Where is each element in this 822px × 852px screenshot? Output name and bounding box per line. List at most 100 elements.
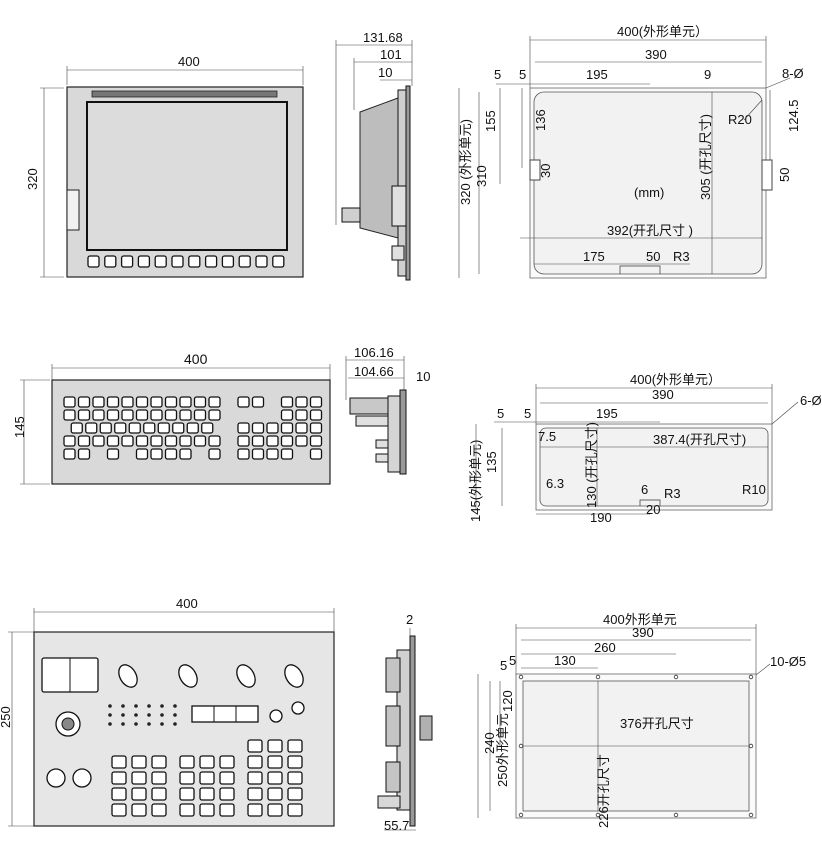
- operator-key: [151, 771, 167, 785]
- mount-hole: [518, 674, 524, 680]
- keyboard-key: [77, 448, 91, 460]
- operator-outer-width: 400外形单元: [603, 612, 677, 627]
- operator-key: [219, 771, 235, 785]
- keyboard-key: [266, 422, 279, 434]
- lcd-dim-175: 175: [583, 249, 605, 264]
- operator-key: [287, 771, 303, 785]
- lcd-dim-50v: 50: [777, 168, 792, 182]
- status-led: [134, 722, 138, 726]
- keyboard-key: [251, 448, 265, 460]
- operator-key: [287, 739, 303, 753]
- operator-leds: [108, 704, 177, 726]
- keyboard-key: [251, 435, 265, 447]
- lcd-dim-155: 155: [483, 110, 498, 132]
- operator-front-plate: [409, 635, 416, 827]
- operator-key: [287, 755, 303, 769]
- status-led: [121, 722, 125, 726]
- rotary-knob-icon: [236, 664, 256, 688]
- keyboard-key: [92, 396, 105, 408]
- operator-edge-b: 5: [509, 653, 516, 668]
- lcd-front-view: 400 320: [25, 54, 304, 278]
- operator-connector-c: [385, 761, 401, 793]
- keyboard-key: [179, 435, 192, 447]
- status-led: [108, 713, 112, 717]
- operator-key: [131, 771, 147, 785]
- keyboard-depth-body: 104.66: [354, 364, 394, 379]
- operator-key: [199, 771, 215, 785]
- keyboard-key: [114, 422, 127, 434]
- keyboard-board: [387, 395, 401, 473]
- keyboard-edge-b: 5: [524, 406, 531, 421]
- keyboard-key: [280, 448, 294, 460]
- lcd-hole-pos: 195: [586, 67, 608, 82]
- keyboard-key: [295, 396, 308, 408]
- operator-key: [131, 803, 147, 817]
- keyboard-key: [237, 422, 250, 434]
- lcd-dim-124: 124.5: [786, 99, 801, 132]
- keyboard-key: [208, 448, 221, 460]
- keyboard-key: [63, 435, 76, 447]
- softkey-button: [154, 255, 167, 268]
- status-led: [160, 722, 164, 726]
- lcd-cut-width: 392(开孔尺寸 ): [607, 223, 693, 238]
- keyboard-r10: R10: [742, 482, 766, 497]
- keyboard-cutout-drawing: 400(外形单元） 390 5 5 195 6-Ø 7.5 387.4(开孔尺寸…: [468, 372, 822, 525]
- lcd-depth-total: 131.68: [363, 30, 403, 45]
- keyboard-key: [280, 422, 294, 434]
- keyboard-key: [164, 435, 178, 447]
- keyboard-side-view: 106.16 104.66 10: [345, 345, 430, 475]
- lcd-depth-body: 101: [380, 47, 402, 62]
- keyboard-connector-d: [375, 453, 389, 463]
- lcd-unit: (mm): [634, 185, 664, 200]
- operator-key: [287, 787, 303, 801]
- operator-height-label: 250: [0, 706, 13, 728]
- keyboard-key: [309, 409, 323, 421]
- softkey-button: [221, 255, 235, 268]
- keyboard-key: [280, 396, 294, 408]
- operator-dim-260: 260: [594, 640, 616, 655]
- softkey-button: [204, 255, 218, 268]
- keyboard-key: [77, 435, 91, 447]
- lcd-width-label: 400: [178, 54, 200, 69]
- mount-hole: [748, 812, 754, 818]
- operator-key: [111, 755, 127, 769]
- keyboard-key: [63, 409, 76, 421]
- keyboard-r3: R3: [664, 486, 681, 501]
- keyboard-holes-note: 6-Ø: [800, 393, 822, 408]
- keyboard-dim-135: 135: [484, 451, 499, 473]
- key-switch-icon: [269, 709, 283, 723]
- operator-cutout-drawing: 400外形单元 390 260 130 5 5 10-Ø5 376开孔尺寸 22…: [477, 612, 806, 828]
- operator-key: [247, 787, 263, 801]
- operator-key: [151, 787, 167, 801]
- operator-key: [247, 755, 263, 769]
- mount-hole: [748, 743, 754, 749]
- softkey-button: [171, 255, 184, 268]
- lcd-side-board: [391, 185, 407, 227]
- status-led: [160, 713, 164, 717]
- status-led: [160, 704, 164, 708]
- keyboard-key: [172, 422, 185, 434]
- keyboard-key: [309, 422, 323, 434]
- operator-key: [199, 755, 215, 769]
- keyboard-key: [280, 409, 294, 421]
- operator-key: [267, 771, 283, 785]
- status-led: [121, 704, 125, 708]
- lcd-dim-310: 310: [474, 165, 489, 187]
- lcd-height-label: 320: [25, 168, 40, 190]
- keyboard-key: [99, 422, 112, 434]
- keyboard-key: [251, 396, 265, 408]
- keyboard-flange: 10: [416, 369, 430, 384]
- operator-depth: 55.7: [384, 818, 409, 833]
- softkey-button: [255, 255, 268, 268]
- keyboard-key: [150, 435, 163, 447]
- operator-key: [199, 787, 215, 801]
- rotary-knob-icon: [284, 664, 304, 688]
- status-led: [108, 722, 112, 726]
- status-led: [173, 722, 177, 726]
- lcd-side-view: 131.68 101 10: [335, 30, 413, 281]
- keyboard-key: [135, 435, 149, 447]
- operator-cut-height: 226开孔尺寸: [596, 754, 611, 828]
- keyboard-front-plate: [399, 389, 407, 475]
- keyboard-key: [266, 435, 279, 447]
- keyboard-key: [164, 448, 178, 460]
